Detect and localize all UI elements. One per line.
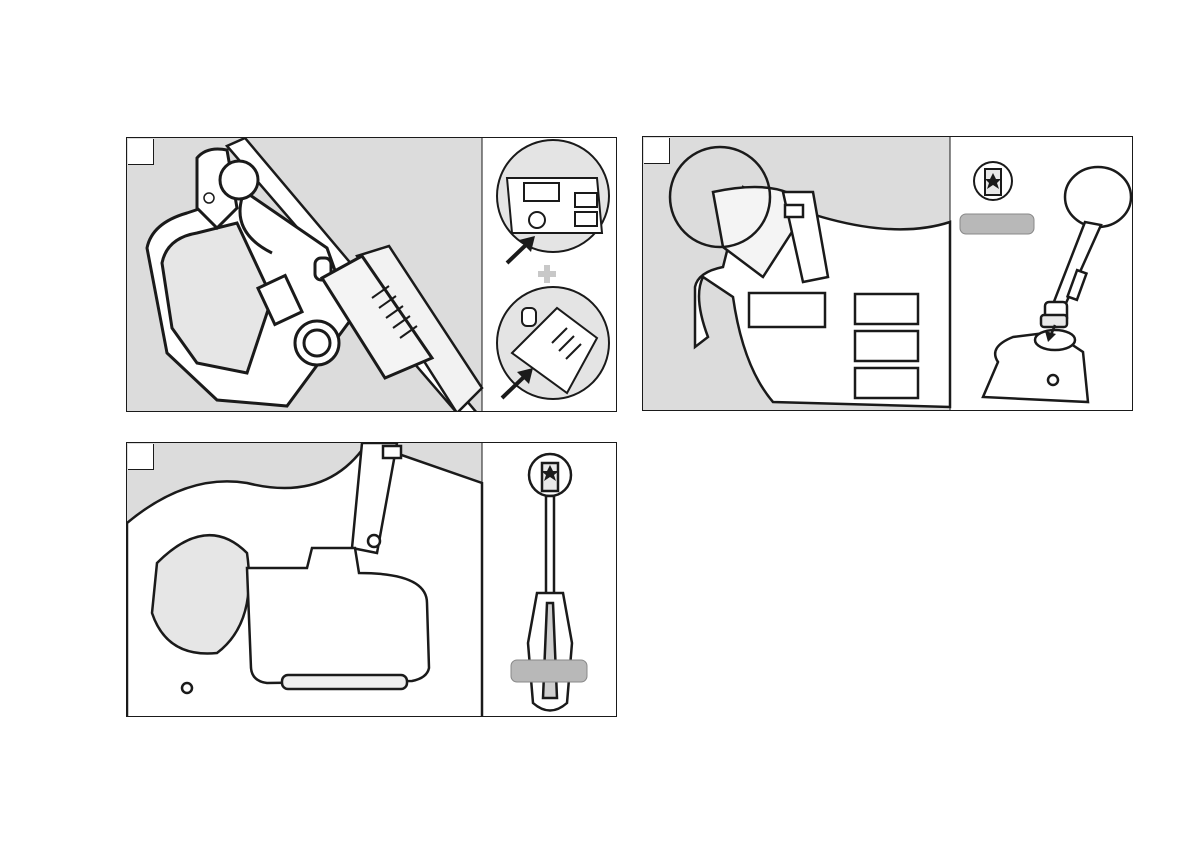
panel-2-illustration	[643, 137, 1133, 411]
plus-icon	[538, 265, 556, 283]
illustration-panel-3	[126, 442, 617, 717]
step-number-box	[644, 138, 670, 164]
page-footer-strip	[0, 836, 180, 843]
panel-1-illustration	[127, 138, 617, 412]
arrow-icon	[507, 236, 535, 263]
step-number-box	[128, 444, 154, 470]
step-number-box	[128, 139, 154, 165]
tool-label-box	[511, 660, 587, 682]
torx-bit-icon	[974, 162, 1012, 200]
illustration-panel-1	[126, 137, 617, 412]
tool-label-box	[960, 214, 1034, 234]
panel-3-illustration	[127, 443, 617, 717]
illustration-panel-2	[642, 136, 1133, 411]
